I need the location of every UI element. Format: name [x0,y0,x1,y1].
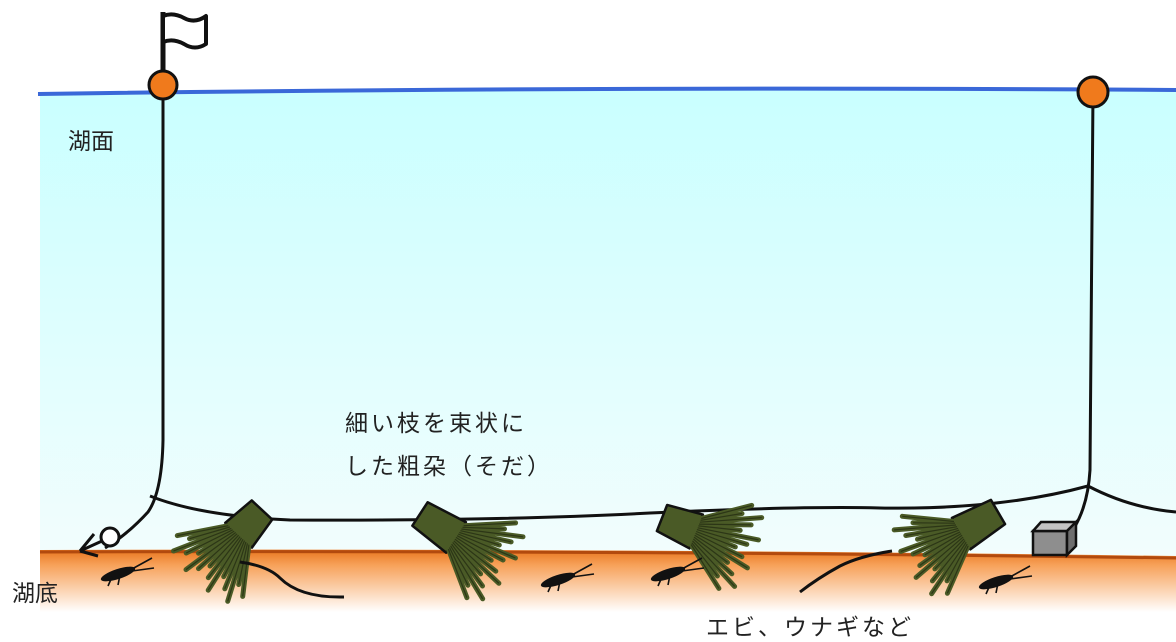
shrimp-icon [650,557,705,587]
flag-icon [161,12,208,50]
brush-bundle-label-line1: 細い枝を束状に [345,411,527,437]
water-body [40,88,1176,557]
brush-bundle-label: 細い枝を束状に した粗朶（そだ） [345,403,553,489]
brush-bundle-icon [411,501,526,602]
brush-bundle-icon [171,499,274,604]
brush-bundle-icon [891,498,1007,597]
bundle-tie-rope-2 [799,549,893,594]
weight-box-icon [1030,518,1080,559]
bundle-tie-rope-1 [239,560,345,599]
catch-label: エビ、ウナギなど [706,615,914,641]
brush-bundle-label-line2: した粗朶（そだ） [345,454,553,480]
lakebed-label: 湖底 [12,581,58,607]
shrimp-icon [100,557,155,587]
left-float-icon [147,69,179,101]
water-surface-label: 湖面 [68,129,114,155]
right-float-icon [1076,75,1110,109]
brush-bundles [171,498,1007,604]
anchor-icon [78,526,121,558]
shrimp-icon [540,563,595,593]
catch-creatures [100,557,1033,595]
brush-bundle-icon [655,502,765,591]
water-surface-line [37,86,1176,96]
shrimp-icon [978,565,1033,595]
